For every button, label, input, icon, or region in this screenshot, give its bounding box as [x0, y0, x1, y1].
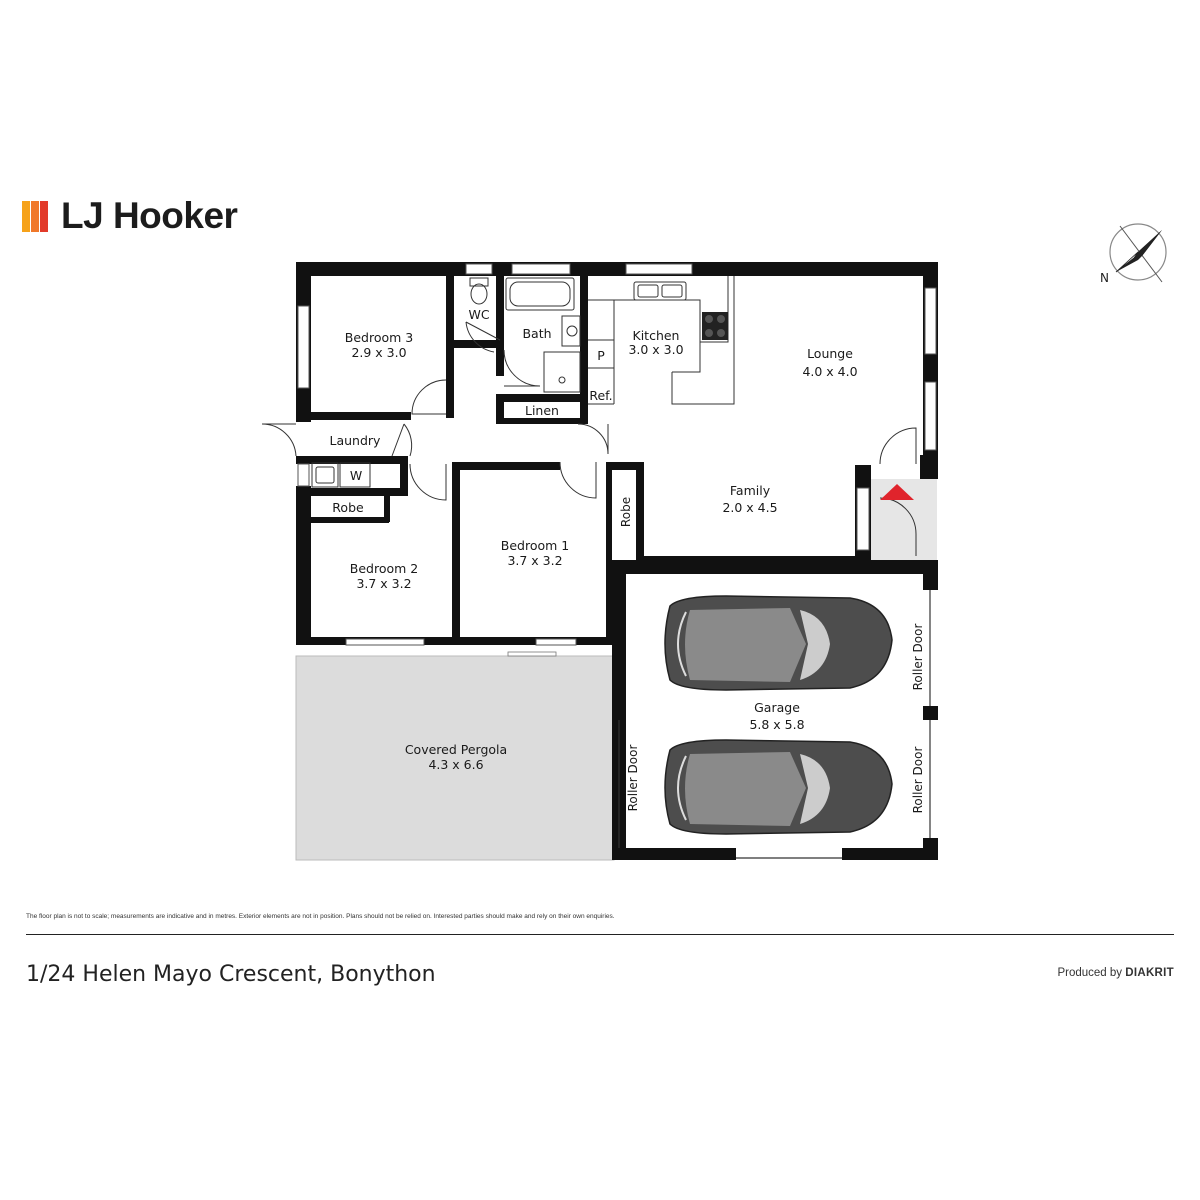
room-linen-name: Linen: [525, 403, 559, 418]
brand-logo: LJ Hooker: [22, 195, 238, 236]
producer-brand: DIAKRIT: [1125, 967, 1174, 979]
producer-prefix: Produced by: [1057, 967, 1123, 979]
room-robe2-name: Robe: [332, 500, 364, 515]
shower-icon: [543, 351, 581, 393]
roller-door-lines: [618, 590, 931, 859]
room-bedroom1-name: Bedroom 1: [501, 538, 569, 553]
producer-credit: Produced by DIAKRIT: [1057, 967, 1174, 979]
footer-divider: [26, 934, 1174, 935]
windows: [297, 263, 937, 646]
room-family-dims: 2.0 x 4.5: [722, 500, 777, 515]
toilet-icon: [469, 277, 489, 305]
laundry-tub-icon: [311, 462, 371, 488]
room-lounge-name: Lounge: [807, 346, 853, 361]
property-address: 1/24 Helen Mayo Crescent, Bonython: [26, 962, 436, 987]
room-laundry-name: Laundry: [330, 433, 382, 448]
room-washer-name: W: [350, 468, 362, 483]
room-bedroom1-dims: 3.7 x 3.2: [507, 553, 562, 568]
room-bedroom3-name: Bedroom 3: [345, 330, 413, 345]
sliding-door: [507, 651, 557, 657]
room-bath-name: Bath: [522, 326, 551, 341]
room-robe1-name: Robe: [619, 497, 633, 527]
bathtub-icon: [505, 277, 575, 311]
logo-stripe-orange: [31, 200, 39, 232]
room-lounge-dims: 4.0 x 4.0: [802, 364, 857, 379]
brand-name: LJ Hooker: [61, 195, 238, 236]
roller-door-right-top-label: Roller Door: [911, 624, 925, 691]
room-fridge-name: Ref.: [589, 388, 612, 403]
north-compass-icon: N: [1100, 223, 1167, 285]
room-bedroom3-dims: 2.9 x 3.0: [351, 345, 406, 360]
logo-stripe-red: [40, 200, 48, 232]
room-family-name: Family: [730, 483, 771, 498]
roller-door-right-bottom-label: Roller Door: [911, 747, 925, 814]
roller-door-left-label: Roller Door: [626, 745, 640, 812]
room-bedroom2-dims: 3.7 x 3.2: [356, 576, 411, 591]
room-garage-name: Garage: [754, 700, 800, 715]
car-icon: [664, 595, 893, 691]
vanity-icon: [561, 315, 581, 347]
room-kitchen-name: Kitchen: [633, 328, 680, 343]
compass-north-label: N: [1100, 271, 1109, 285]
cooktop-icon: [702, 312, 728, 340]
room-wc-name: WC: [468, 307, 489, 322]
room-pergola-dims: 4.3 x 6.6: [428, 757, 483, 772]
room-kitchen-dims: 3.0 x 3.0: [628, 342, 683, 357]
logo-stripe-yellow: [22, 200, 30, 232]
room-garage-dims: 5.8 x 5.8: [749, 717, 804, 732]
kitchen-sink-icon: [633, 281, 687, 301]
pergola-area: [295, 655, 615, 861]
disclaimer-text: The floor plan is not to scale; measurem…: [26, 913, 615, 920]
entry-arrow-icon: [880, 484, 914, 500]
room-bedroom2-name: Bedroom 2: [350, 561, 418, 576]
room-pantry-name: P: [597, 348, 605, 363]
room-pergola-name: Covered Pergola: [405, 742, 507, 757]
car-icon: [664, 739, 893, 835]
